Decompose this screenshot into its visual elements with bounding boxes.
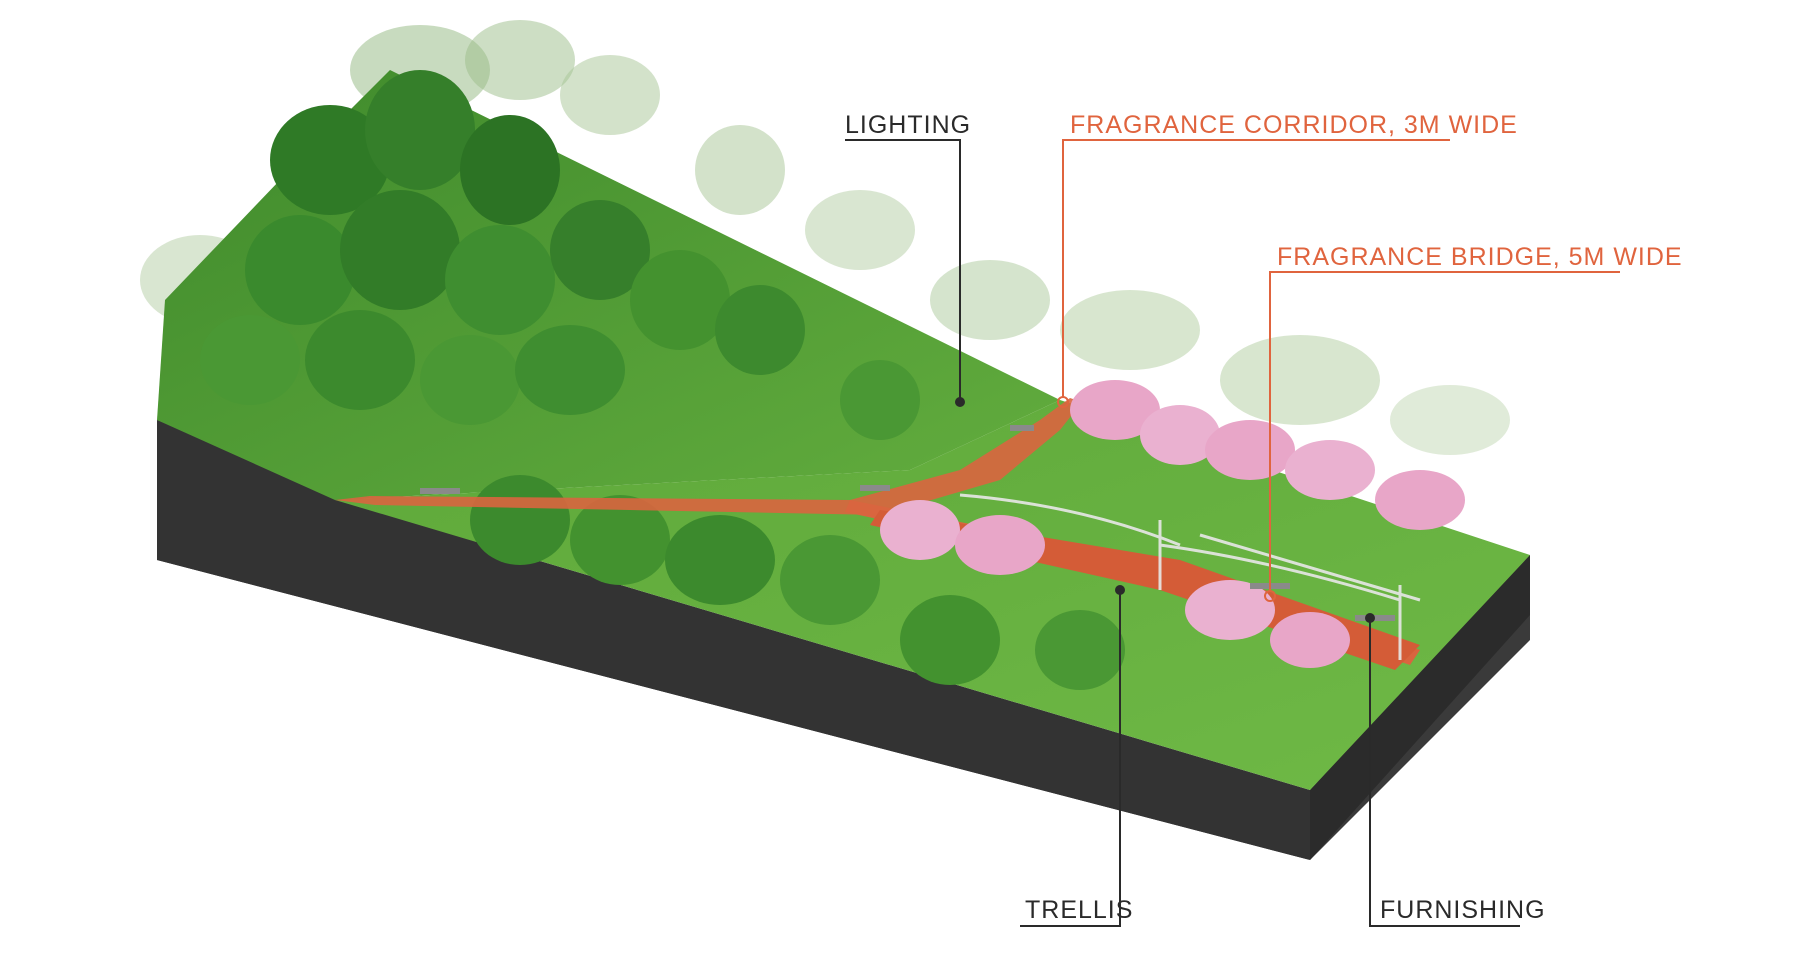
fragrance-corridor-leader [1062, 139, 1450, 398]
fragrance-corridor-marker [1057, 396, 1069, 408]
leader-lines [845, 139, 1620, 927]
furnishing-leader [1369, 620, 1520, 927]
soil-section-right [1310, 555, 1530, 860]
hill-trees [200, 70, 920, 440]
trellis-structure [959, 493, 1421, 660]
trellis-leader [1020, 592, 1121, 927]
fragrance-bridge-marker [1264, 590, 1276, 602]
blossom-trees [880, 380, 1465, 668]
trellis-marker [1115, 585, 1125, 595]
lighting-label: LIGHTING [845, 111, 971, 139]
lighting-leader [845, 139, 961, 400]
fragrance-bridge-leader [1269, 271, 1620, 592]
furnishing-marker [1365, 613, 1375, 623]
lighting-marker [955, 397, 965, 407]
fragrance-corridor-label: FRAGRANCE CORRIDOR, 3M WIDE [1070, 111, 1518, 139]
soil-section-front [157, 420, 1310, 860]
furnishing-label: FURNISHING [1380, 896, 1546, 924]
fragrance-bridge-label: FRAGRANCE BRIDGE, 5M WIDE [1277, 243, 1683, 271]
trellis-label: TRELLIS [1025, 896, 1133, 924]
